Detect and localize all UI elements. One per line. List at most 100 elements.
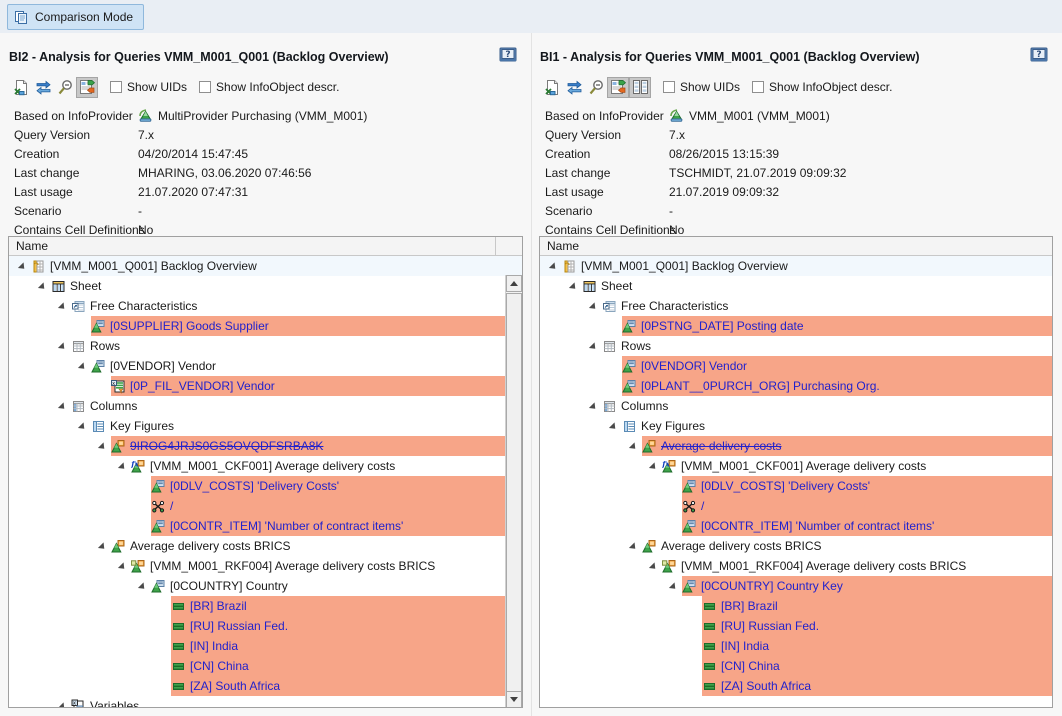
- help-book-icon[interactable]: ?: [1030, 46, 1048, 64]
- meta-value-text-creation: 08/26/2015 13:15:39: [669, 147, 779, 161]
- zoom-out-icon[interactable]: [585, 77, 607, 98]
- tree-row[interactable]: [VMM_M001_Q001] Backlog Overview: [9, 256, 522, 276]
- meta-label-creation: Creation: [545, 147, 669, 161]
- tree-row[interactable]: [VMM_M001_Q001] Backlog Overview: [540, 256, 1052, 276]
- tree-row[interactable]: [RU] Russian Fed.: [540, 616, 1052, 636]
- characteristic-icon: [682, 579, 697, 594]
- tree-row[interactable]: [0COUNTRY] Country Key: [540, 576, 1052, 596]
- tree-row[interactable]: [IN] India: [540, 636, 1052, 656]
- tree-row[interactable]: [0VENDOR] Vendor: [9, 356, 522, 376]
- expand-collapse-arrow-icon[interactable]: [59, 402, 68, 411]
- expand-collapse-arrow-icon[interactable]: [59, 702, 68, 709]
- tree-row[interactable]: Key Figures: [540, 416, 1052, 436]
- expand-collapse-arrow-icon[interactable]: [59, 302, 68, 311]
- expand-collapse-arrow-icon[interactable]: [650, 562, 659, 571]
- tree-row[interactable]: [0DLV_COSTS] 'Delivery Costs': [540, 476, 1052, 496]
- tree-row[interactable]: 9IROG4JRJS0GS5OVQDFSRBA8K: [9, 436, 522, 456]
- compare-exchange-icon[interactable]: [563, 77, 585, 98]
- expand-collapse-arrow-icon[interactable]: [590, 342, 599, 351]
- tree-row[interactable]: [0PLANT__0PURCH_ORG] Purchasing Org.: [540, 376, 1052, 396]
- tree-row[interactable]: /: [540, 496, 1052, 516]
- expand-collapse-arrow-icon[interactable]: [79, 422, 88, 431]
- vertical-scrollbar[interactable]: [505, 275, 522, 708]
- expand-collapse-arrow-icon[interactable]: [590, 302, 599, 311]
- expand-collapse-arrow-icon[interactable]: [610, 422, 619, 431]
- tree-row[interactable]: [0SUPPLIER] Goods Supplier: [9, 316, 522, 336]
- show-uids-checkbox[interactable]: Show UIDs: [110, 80, 187, 94]
- tree-row[interactable]: [VMM_M001_RKF004] Average delivery costs…: [9, 556, 522, 576]
- meta-label-last-change: Last change: [14, 166, 138, 180]
- expand-collapse-arrow-icon[interactable]: [99, 442, 108, 451]
- expand-collapse-arrow-icon[interactable]: [630, 542, 639, 551]
- show-differences-icon[interactable]: [76, 77, 98, 98]
- expand-collapse-arrow-icon[interactable]: [630, 442, 639, 451]
- tree-row[interactable]: Average delivery costs BRICS: [9, 536, 522, 556]
- expand-collapse-arrow-icon[interactable]: [99, 542, 108, 551]
- show-differences-icon[interactable]: [607, 77, 629, 98]
- tree-row[interactable]: [0DLV_COSTS] 'Delivery Costs': [9, 476, 522, 496]
- scroll-up-button[interactable]: [506, 275, 522, 292]
- scroll-down-button[interactable]: [506, 691, 522, 708]
- expand-collapse-arrow-icon[interactable]: [570, 282, 579, 291]
- comparison-mode-button[interactable]: Comparison Mode: [7, 4, 144, 30]
- tree-body: [VMM_M001_Q001] Backlog Overview Sheet: [540, 256, 1052, 708]
- tree-column-name[interactable]: Name: [540, 237, 1052, 256]
- tree-row[interactable]: [ZA] South Africa: [9, 676, 522, 696]
- expand-collapse-arrow-icon[interactable]: [79, 362, 88, 371]
- tree-row[interactable]: fx[VMM_M001_CKF001] Average delivery cos…: [540, 456, 1052, 476]
- tree-row[interactable]: x [0P_FIL_VENDOR] Vendor: [9, 376, 522, 396]
- expand-collapse-arrow-icon[interactable]: [119, 562, 128, 571]
- tree-row[interactable]: [0VENDOR] Vendor: [540, 356, 1052, 376]
- tree-row[interactable]: Key Figures: [9, 416, 522, 436]
- tree-row[interactable]: [CN] China: [9, 656, 522, 676]
- tree-column-name[interactable]: Name: [9, 237, 496, 256]
- tree-row[interactable]: [ZA] South Africa: [540, 676, 1052, 696]
- tree-row[interactable]: Columns: [540, 396, 1052, 416]
- tree-row[interactable]: /: [9, 496, 522, 516]
- tree-row[interactable]: [BR] Brazil: [9, 596, 522, 616]
- tree-row[interactable]: [BR] Brazil: [540, 596, 1052, 616]
- expand-collapse-arrow-icon[interactable]: [590, 402, 599, 411]
- tree-row[interactable]: Sheet: [9, 276, 522, 296]
- expand-collapse-arrow-icon[interactable]: [550, 262, 559, 271]
- show-infoobject-descr-checkbox-box[interactable]: [752, 81, 764, 93]
- tree-row[interactable]: [0CONTR_ITEM] 'Number of contract items': [540, 516, 1052, 536]
- tree-row[interactable]: x Variables: [9, 696, 522, 708]
- expand-collapse-arrow-icon[interactable]: [119, 462, 128, 471]
- tree-row[interactable]: fx[VMM_M001_CKF001] Average delivery cos…: [9, 456, 522, 476]
- tree-row[interactable]: Rows: [540, 336, 1052, 356]
- tree-row[interactable]: Columns: [9, 396, 522, 416]
- expand-collapse-arrow-icon[interactable]: [19, 262, 28, 271]
- show-infoobject-descr-checkbox[interactable]: Show InfoObject descr.: [199, 80, 339, 94]
- expand-collapse-arrow-icon[interactable]: [39, 282, 48, 291]
- tree-row[interactable]: Sheet: [540, 276, 1052, 296]
- tree-row[interactable]: [IN] India: [9, 636, 522, 656]
- tree-row[interactable]: Rows: [9, 336, 522, 356]
- tree-row[interactable]: Free Characteristics: [540, 296, 1052, 316]
- scrollbar-thumb[interactable]: [506, 293, 522, 703]
- tree-row[interactable]: Average delivery costs BRICS: [540, 536, 1052, 556]
- show-uids-checkbox-box[interactable]: [110, 81, 122, 93]
- compare-exchange-icon[interactable]: [32, 77, 54, 98]
- zoom-out-icon[interactable]: [54, 77, 76, 98]
- show-infoobject-descr-checkbox-box[interactable]: [199, 81, 211, 93]
- tree-row[interactable]: Average delivery costs: [540, 436, 1052, 456]
- export-query-icon[interactable]: [10, 77, 32, 98]
- show-uids-checkbox-box[interactable]: [663, 81, 675, 93]
- expand-collapse-arrow-icon[interactable]: [59, 342, 68, 351]
- tree-row[interactable]: [VMM_M001_RKF004] Average delivery costs…: [540, 556, 1052, 576]
- tree-row[interactable]: [RU] Russian Fed.: [9, 616, 522, 636]
- tree-row[interactable]: [0PSTNG_DATE] Posting date: [540, 316, 1052, 336]
- tree-row[interactable]: Free Characteristics: [9, 296, 522, 316]
- tree-row[interactable]: [CN] China: [540, 656, 1052, 676]
- expand-collapse-arrow-icon[interactable]: [139, 582, 148, 591]
- expand-collapse-arrow-icon[interactable]: [650, 462, 659, 471]
- show-infoobject-descr-checkbox[interactable]: Show InfoObject descr.: [752, 80, 892, 94]
- help-book-icon[interactable]: ?: [499, 46, 517, 64]
- export-query-icon[interactable]: [541, 77, 563, 98]
- tree-row[interactable]: [0CONTR_ITEM] 'Number of contract items': [9, 516, 522, 536]
- show-uids-checkbox[interactable]: Show UIDs: [663, 80, 740, 94]
- expand-collapse-arrow-icon[interactable]: [670, 582, 679, 591]
- tree-row[interactable]: [0COUNTRY] Country: [9, 576, 522, 596]
- grid-layout-icon[interactable]: [629, 77, 651, 98]
